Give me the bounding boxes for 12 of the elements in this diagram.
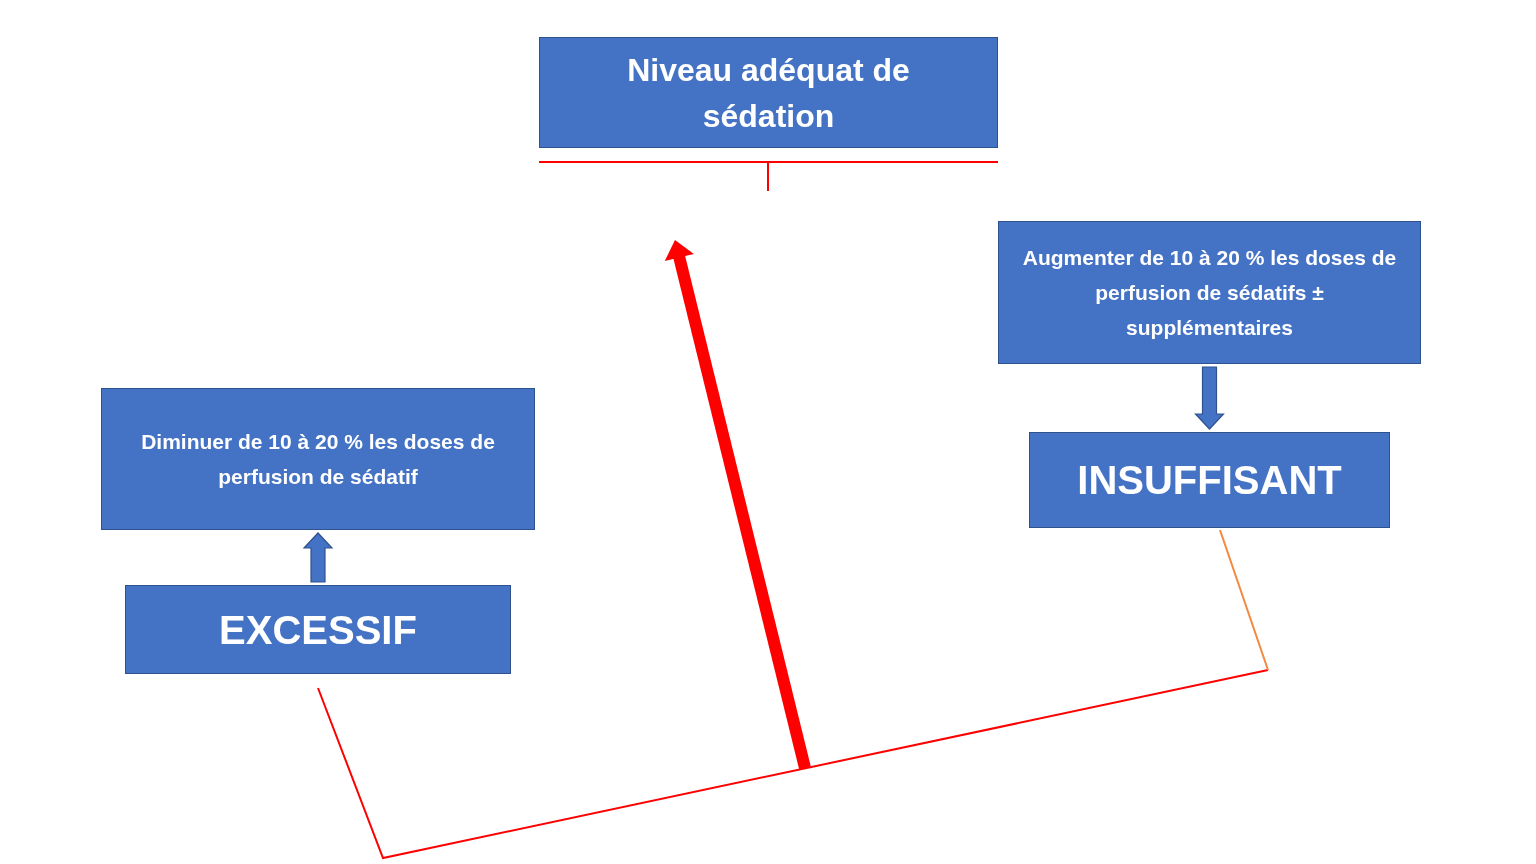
process-box: [539, 37, 998, 148]
process-box: [101, 388, 535, 530]
block-arrow: [1194, 366, 1225, 430]
process-box: [998, 221, 1421, 364]
box-text: Diminuer de 10 à 20 % les doses de perfusion de sédatif: [140, 429, 496, 490]
box-text: Augmenter de 10 à 20 % les doses de perfusion de sédatifs ± supplémentaires: [1021, 245, 1398, 341]
block-arrow: [302, 532, 334, 583]
process-box: [1029, 432, 1390, 528]
process-box: [125, 585, 511, 674]
box-text: EXCESSIF: [219, 606, 417, 654]
box-text: INSUFFISANT: [1077, 457, 1342, 504]
box-text: Niveau adéquat de sédation: [626, 50, 911, 136]
